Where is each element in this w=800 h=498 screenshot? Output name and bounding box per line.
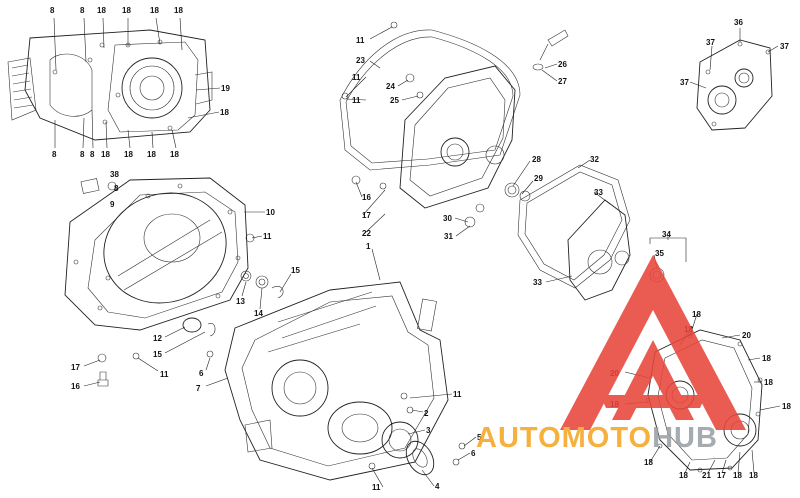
watermark-triangle-bar bbox=[600, 395, 706, 408]
callout-8: 8 bbox=[52, 150, 57, 159]
callout-18: 18 bbox=[749, 471, 758, 480]
callout-26: 26 bbox=[558, 60, 567, 69]
callout-18: 18 bbox=[762, 354, 771, 363]
callout-16: 16 bbox=[71, 382, 80, 391]
callout-37: 37 bbox=[706, 38, 715, 47]
callout-8: 8 bbox=[80, 6, 85, 15]
callout-23: 23 bbox=[356, 56, 365, 65]
callout-11: 11 bbox=[352, 96, 361, 105]
watermark-text: AUTOMOTOHUB bbox=[476, 422, 718, 454]
callout-33: 33 bbox=[533, 278, 542, 287]
callout-18: 18 bbox=[170, 150, 179, 159]
callout-35: 35 bbox=[655, 249, 664, 258]
callout-36: 36 bbox=[734, 18, 743, 27]
callout-30: 30 bbox=[443, 214, 452, 223]
callout-13: 13 bbox=[236, 297, 245, 306]
callout-18: 18 bbox=[782, 402, 791, 411]
callout-25: 25 bbox=[390, 96, 399, 105]
callout-17: 17 bbox=[362, 211, 371, 220]
callout-20: 20 bbox=[742, 331, 751, 340]
callout-22: 22 bbox=[362, 229, 371, 238]
callout-11: 11 bbox=[160, 370, 169, 379]
callout-5: 5 bbox=[477, 433, 482, 442]
callout-21: 21 bbox=[702, 471, 711, 480]
callout-18: 18 bbox=[150, 6, 159, 15]
callout-9: 9 bbox=[110, 200, 115, 209]
callout-27: 27 bbox=[558, 77, 567, 86]
leader-lines bbox=[53, 17, 781, 488]
callout-6: 6 bbox=[199, 369, 204, 378]
callout-28: 28 bbox=[532, 155, 541, 164]
watermark-text-prefix: AUTOMOTO bbox=[476, 422, 652, 454]
callout-15: 15 bbox=[153, 350, 162, 359]
gasket-and-side-cover-right bbox=[464, 164, 665, 301]
callout-37: 37 bbox=[680, 78, 689, 87]
callout-11: 11 bbox=[352, 73, 361, 82]
callout-8: 8 bbox=[50, 6, 55, 15]
callout-17: 17 bbox=[71, 363, 80, 372]
callout-8: 8 bbox=[90, 150, 95, 159]
callout-18: 18 bbox=[122, 6, 131, 15]
callout-18: 18 bbox=[733, 471, 742, 480]
callout-37: 37 bbox=[780, 42, 789, 51]
callout-18: 18 bbox=[147, 150, 156, 159]
callout-11: 11 bbox=[263, 232, 272, 241]
callout-18: 18 bbox=[692, 310, 701, 319]
callout-34: 34 bbox=[662, 230, 671, 239]
callout-14: 14 bbox=[254, 309, 263, 318]
callout-38: 38 bbox=[110, 170, 119, 179]
callout-16: 16 bbox=[362, 193, 371, 202]
callout-18: 18 bbox=[679, 471, 688, 480]
callout-24: 24 bbox=[386, 82, 395, 91]
gasket-and-crankcase-top-middle bbox=[339, 21, 569, 209]
callout-29: 29 bbox=[534, 174, 543, 183]
callout-32: 32 bbox=[590, 155, 599, 164]
clutch-cover-middle-left bbox=[64, 177, 284, 387]
callout-4: 4 bbox=[435, 482, 440, 491]
clutch-outer-cover-top-left bbox=[7, 29, 213, 141]
callout-11: 11 bbox=[372, 483, 381, 492]
callout-15: 15 bbox=[291, 266, 300, 275]
callout-18: 18 bbox=[764, 378, 773, 387]
callout-8: 8 bbox=[80, 150, 85, 159]
callout-18: 18 bbox=[220, 108, 229, 117]
callout-31: 31 bbox=[444, 232, 453, 241]
callout-19: 19 bbox=[221, 84, 230, 93]
callout-18: 18 bbox=[124, 150, 133, 159]
callout-18: 18 bbox=[644, 458, 653, 467]
callout-18: 18 bbox=[174, 6, 183, 15]
watermark-text-suffix: HUB bbox=[652, 422, 718, 454]
callout-17: 17 bbox=[717, 471, 726, 480]
callout-11: 11 bbox=[453, 390, 462, 399]
callout-10: 10 bbox=[266, 208, 275, 217]
watermark-triangle-outer bbox=[560, 255, 746, 430]
callout-2: 2 bbox=[424, 409, 429, 418]
callout-18: 18 bbox=[101, 150, 110, 159]
automotohub-watermark: AUTOMOTOHUB bbox=[476, 255, 746, 454]
callout-6: 6 bbox=[471, 449, 476, 458]
callout-12: 12 bbox=[153, 334, 162, 343]
callout-7: 7 bbox=[196, 384, 201, 393]
callout-3: 3 bbox=[426, 426, 431, 435]
callout-18: 18 bbox=[97, 6, 106, 15]
callout-33: 33 bbox=[594, 188, 603, 197]
small-cover-top-right bbox=[696, 39, 773, 131]
callout-1: 1 bbox=[366, 242, 371, 251]
callout-8: 8 bbox=[114, 184, 119, 193]
callout-11: 11 bbox=[356, 36, 365, 45]
main-crankcase-center bbox=[224, 281, 466, 481]
